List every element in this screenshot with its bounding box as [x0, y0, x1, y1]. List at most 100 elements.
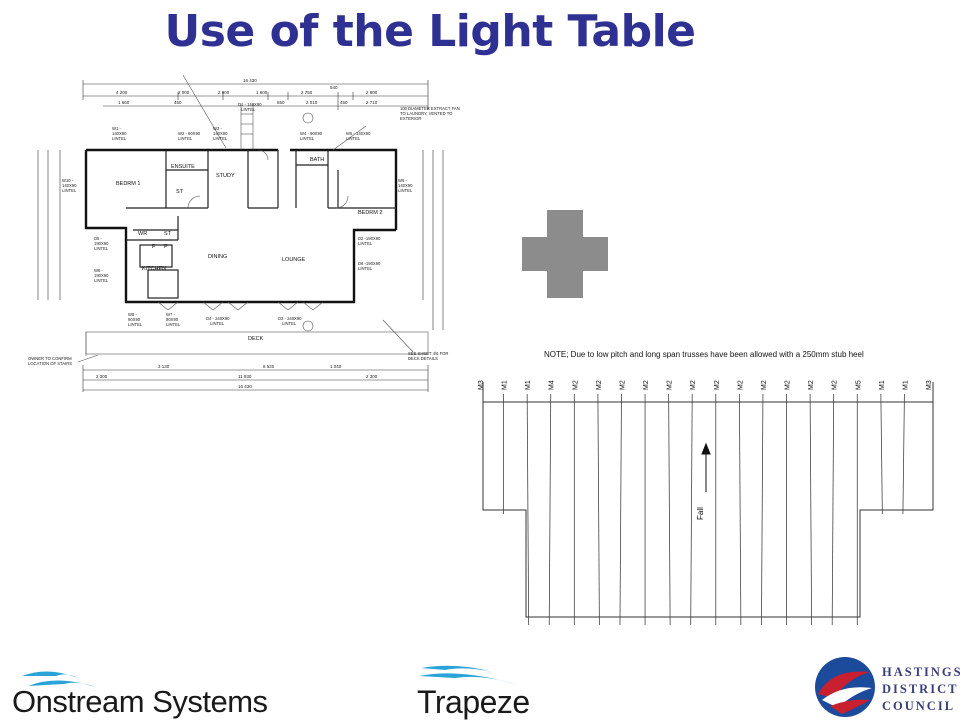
truss-layout-drawing: NOTE; Due to low pitch and long span tru… — [478, 350, 934, 626]
svg-text:16 430: 16 430 — [238, 384, 252, 389]
svg-text:140X90: 140X90 — [62, 183, 77, 188]
svg-text:LOUNGE: LOUNGE — [282, 257, 306, 263]
truss-label: M2 — [761, 380, 768, 390]
svg-text:TO LAUNDRY, VENTED TO: TO LAUNDRY, VENTED TO — [400, 111, 453, 116]
svg-text:3 130: 3 130 — [158, 364, 170, 369]
svg-text:2 750: 2 750 — [301, 90, 313, 95]
svg-text:D6 -190X90: D6 -190X90 — [358, 261, 381, 266]
svg-text:650: 650 — [277, 100, 285, 105]
hastings-district-council-logo: HASTINGS DISTRICT COUNCIL — [808, 652, 960, 720]
wave-icon — [22, 671, 98, 688]
svg-text:W1 -: W1 - — [112, 126, 121, 131]
svg-text:W8 -: W8 - — [128, 312, 137, 317]
truss-label: M2 — [572, 380, 579, 390]
svg-text:450: 450 — [174, 100, 182, 105]
truss-label: M1 — [502, 380, 509, 390]
truss-member — [619, 393, 622, 626]
truss-member — [597, 393, 600, 626]
svg-text:LINTEL: LINTEL — [210, 321, 225, 326]
svg-text:W2 - 90X90: W2 - 90X90 — [178, 131, 201, 136]
svg-text:SEE SHEET 4/6 FOR: SEE SHEET 4/6 FOR — [408, 351, 448, 356]
truss-label: M2 — [596, 380, 603, 390]
svg-text:540: 540 — [330, 85, 338, 90]
svg-text:ENSUITE: ENSUITE — [171, 164, 195, 170]
truss-member — [526, 393, 530, 626]
svg-text:LOCATION OF STAIRS: LOCATION OF STAIRS — [28, 361, 72, 366]
svg-text:2 010: 2 010 — [306, 100, 318, 105]
svg-text:LINTEL: LINTEL — [213, 136, 228, 141]
svg-text:EXTERIOR: EXTERIOR — [400, 116, 421, 121]
svg-text:W5 - 140X90: W5 - 140X90 — [346, 131, 371, 136]
trapeze-logo-text: Trapeze — [417, 684, 530, 720]
truss-label: M3 — [478, 380, 485, 390]
hdc-line-1: HASTINGS — [882, 665, 960, 679]
svg-text:W4 - 90X90: W4 - 90X90 — [300, 131, 323, 136]
svg-text:1 660: 1 660 — [118, 100, 130, 105]
trapeze-logo: Trapeze — [413, 660, 543, 720]
truss-label: M5 — [855, 380, 862, 390]
svg-text:DECK DETAILS: DECK DETAILS — [408, 356, 438, 361]
svg-text:190X90: 190X90 — [94, 273, 109, 278]
svg-text:4 200: 4 200 — [116, 90, 128, 95]
svg-text:90X90: 90X90 — [128, 317, 141, 322]
svg-text:2 800: 2 800 — [366, 90, 378, 95]
truss-member — [831, 393, 835, 626]
svg-text:LINTEL: LINTEL — [358, 241, 373, 246]
wave-icon — [419, 665, 515, 684]
slide-title: Use of the Light Table — [164, 6, 696, 57]
truss-member — [761, 393, 764, 626]
svg-text:LINTEL: LINTEL — [241, 107, 256, 112]
truss-member — [880, 393, 883, 515]
svg-text:90X90: 90X90 — [166, 317, 179, 322]
svg-text:100 DIAMETER EXTRACT FAN: 100 DIAMETER EXTRACT FAN — [400, 106, 460, 111]
svg-text:WR: WR — [138, 231, 147, 237]
svg-text:DINING: DINING — [208, 254, 227, 260]
floor-plan-drawing: BEDRM 1 ENSUITE STUDY BATH BEDRM 2 WR ST… — [28, 74, 460, 392]
onstream-logo-text: Onstream Systems — [12, 684, 268, 719]
council-emblem-icon — [815, 657, 875, 717]
svg-text:LINTEL: LINTEL — [166, 322, 181, 327]
truss-label: M2 — [832, 380, 839, 390]
truss-label: M4 — [549, 380, 556, 390]
truss-label: M2 — [667, 380, 674, 390]
svg-text:LINTEL: LINTEL — [94, 278, 109, 283]
svg-text:LINTEL: LINTEL — [112, 136, 127, 141]
truss-member — [668, 393, 671, 626]
svg-text:D4 - 240X90: D4 - 240X90 — [206, 316, 230, 321]
truss-label: M1 — [525, 380, 532, 390]
truss-label: M2 — [619, 380, 626, 390]
truss-label: M2 — [737, 380, 744, 390]
svg-text:16 430: 16 430 — [243, 78, 257, 83]
svg-text:D3 - 240X90: D3 - 240X90 — [278, 316, 302, 321]
svg-text:LINTEL: LINTEL — [346, 136, 361, 141]
svg-text:ST: ST — [176, 189, 184, 195]
svg-text:W7 -: W7 - — [166, 312, 175, 317]
svg-text:140X90: 140X90 — [213, 131, 228, 136]
svg-text:BATH: BATH — [310, 157, 324, 163]
svg-text:1 600: 1 600 — [256, 90, 268, 95]
onstream-systems-logo: Onstream Systems — [10, 660, 300, 720]
truss-label: M1 — [902, 380, 909, 390]
svg-text:LINTEL: LINTEL — [128, 322, 143, 327]
svg-text:LINTEL: LINTEL — [358, 266, 373, 271]
svg-text:W9 -: W9 - — [398, 178, 407, 183]
truss-member — [738, 393, 742, 626]
svg-text:LINTEL: LINTEL — [178, 136, 193, 141]
svg-text:LINTEL: LINTEL — [300, 136, 315, 141]
svg-text:P: P — [164, 244, 168, 250]
fall-label: Fall — [696, 507, 705, 520]
svg-text:BEDRM 1: BEDRM 1 — [116, 181, 140, 187]
svg-text:2 000: 2 000 — [178, 90, 190, 95]
svg-text:8 520: 8 520 — [263, 364, 275, 369]
svg-text:F: F — [152, 244, 156, 250]
svg-text:D2 -190X90: D2 -190X90 — [358, 236, 381, 241]
svg-text:OWNER TO CONFIRM: OWNER TO CONFIRM — [28, 356, 72, 361]
truss-member — [809, 393, 813, 626]
svg-text:LINTEL: LINTEL — [282, 321, 297, 326]
svg-text:LINTEL: LINTEL — [94, 246, 109, 251]
truss-label: M2 — [808, 380, 815, 390]
svg-text:W3 -: W3 - — [213, 126, 222, 131]
svg-text:1 040: 1 040 — [330, 364, 342, 369]
svg-text:LINTEL: LINTEL — [62, 188, 77, 193]
svg-text:D5 -: D5 - — [94, 236, 103, 241]
